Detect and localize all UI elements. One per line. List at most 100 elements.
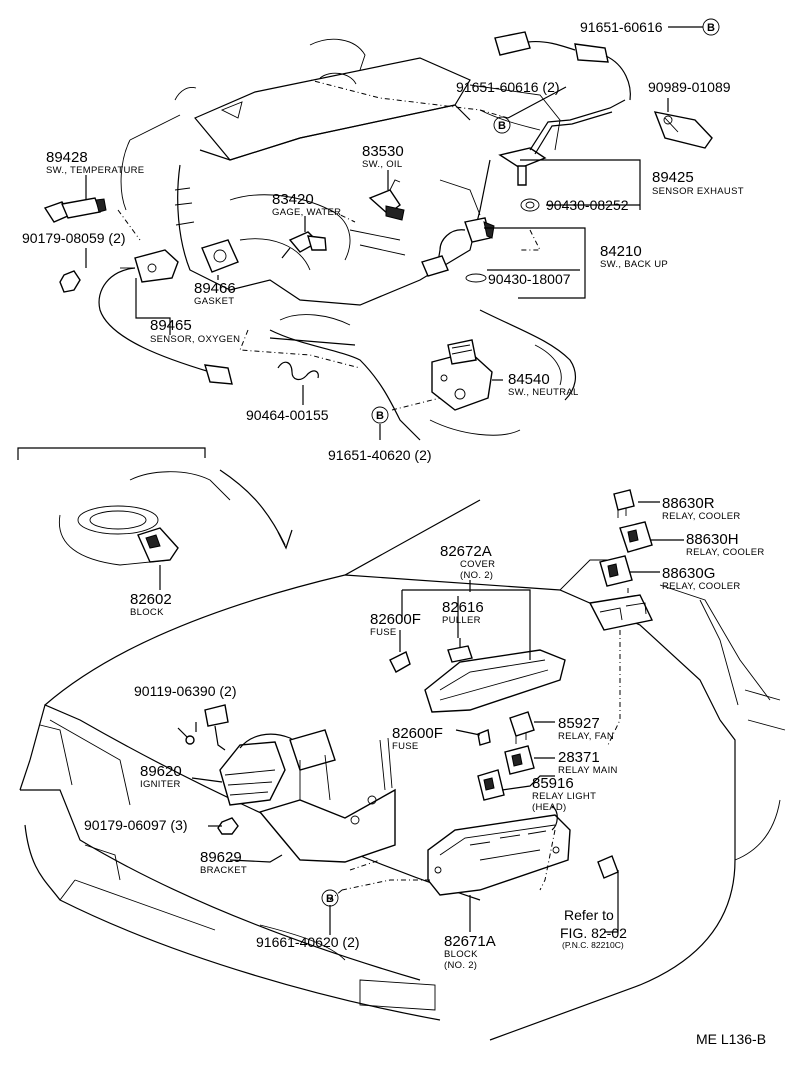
leader-lines-bottom	[159, 501, 684, 935]
desc-82602: BLOCK	[130, 607, 164, 618]
callout-b-exhaust: B	[493, 116, 511, 134]
relay-cooler-g-icon	[599, 555, 633, 587]
fuse-icon-a	[389, 651, 411, 673]
desc2-85916: (HEAD)	[532, 802, 567, 813]
label-89465: 89465	[150, 317, 192, 334]
desc-89428: SW., TEMPERATURE	[46, 165, 144, 176]
label-88630R: 88630R	[662, 495, 715, 512]
label-82602: 82602	[130, 591, 172, 608]
desc-82672A: COVER	[460, 559, 495, 570]
neutral-switch-icon	[431, 339, 493, 411]
svg-text:B: B	[498, 120, 506, 132]
callout-b-bracket: B	[321, 889, 339, 907]
fuse-icon-b	[477, 729, 491, 746]
relay-light-icon	[477, 769, 505, 801]
relay-main-icon	[504, 745, 535, 775]
label-84540: 84540	[508, 371, 550, 388]
label-91651-40620-top: 91651-40620 (2)	[328, 447, 432, 463]
desc2-82671A: (NO. 2)	[444, 960, 477, 971]
desc2-82672A: (NO. 2)	[460, 570, 493, 581]
exhaust-sensor-icon	[498, 99, 626, 212]
block-82602-icon	[137, 527, 179, 563]
relay-cooler-h-icon	[619, 521, 653, 553]
temperature-switch-icon	[43, 197, 107, 223]
desc-89620: IGNITER	[140, 779, 181, 790]
desc-82600F-b: FUSE	[392, 741, 419, 752]
nut-icon	[59, 270, 81, 293]
reference-line-2: FIG. 82-02	[560, 925, 627, 941]
sensor-connector-icon	[494, 31, 631, 101]
label-84210: 84210	[600, 243, 642, 260]
desc-83530: SW., OIL	[362, 159, 402, 170]
relay-block-icon	[427, 814, 571, 896]
label-90179-06097: 90179-06097 (3)	[84, 817, 188, 833]
reference-clip-icon	[597, 855, 619, 879]
car-body-outline	[17, 447, 786, 1041]
clamp-icon	[277, 361, 319, 381]
desc-84210: SW., BACK UP	[600, 259, 668, 270]
svg-text:B: B	[707, 22, 715, 34]
svg-text:B: B	[376, 410, 384, 422]
desc-85927: RELAY, FAN	[558, 731, 614, 742]
callout-b-top-right: B	[702, 18, 720, 36]
bracket-icon	[258, 729, 396, 863]
water-gauge-icon	[281, 231, 327, 259]
puller-icon	[447, 645, 473, 663]
desc-89465: SENSOR, OXYGEN	[150, 334, 240, 345]
svg-text:B: B	[326, 893, 334, 905]
label-90119-06390: 90119-06390 (2)	[134, 683, 236, 699]
label-85916: 85916	[532, 775, 574, 792]
oil-switch-icon	[368, 179, 405, 221]
desc-89629: BRACKET	[200, 865, 247, 876]
desc-88630G: RELAY, COOLER	[662, 581, 741, 592]
relay-fan-icon	[509, 711, 535, 744]
bolt-icon	[177, 727, 195, 745]
label-88630H: 88630H	[686, 531, 739, 548]
sensor-bracket-icon	[653, 111, 713, 149]
relay-bracket-icon	[588, 594, 654, 631]
gasket-icon	[201, 239, 239, 273]
label-90179-08059: 90179-08059 (2)	[22, 230, 126, 246]
label-91651-60616-top: 91651-60616	[580, 19, 663, 35]
label-28371: 28371	[558, 749, 600, 766]
label-90430-18007: 90430-18007	[488, 271, 571, 287]
label-82600F-a: 82600F	[370, 611, 421, 628]
label-83420: 83420	[272, 191, 314, 208]
nut-lower-icon	[217, 817, 239, 835]
label-91651-60616-2: 91651-60616 (2)	[456, 79, 560, 95]
diagram-code: ME L136-B	[696, 1031, 766, 1047]
label-90464-00155: 90464-00155	[246, 407, 329, 423]
label-83530: 83530	[362, 143, 404, 160]
desc-82600F-a: FUSE	[370, 627, 397, 638]
desc-85916: RELAY LIGHT	[532, 791, 596, 802]
label-91661-40620: 91661-40620 (2)	[256, 934, 360, 950]
desc-84540: SW., NEUTRAL	[508, 387, 579, 398]
label-90989-01089: 90989-01089	[648, 79, 731, 95]
reference-line-1: Refer to	[564, 907, 614, 923]
desc-28371: RELAY MAIN	[558, 765, 618, 776]
label-82672A: 82672A	[440, 543, 492, 560]
leader-lines-top	[85, 26, 703, 440]
oxygen-sensor-icon	[98, 249, 233, 385]
label-82671A: 82671A	[444, 933, 496, 950]
label-89620: 89620	[140, 763, 182, 780]
label-85927: 85927	[558, 715, 600, 732]
label-88630G: 88630G	[662, 565, 715, 582]
label-89425: 89425	[652, 169, 694, 186]
relay-cooler-r-icon	[613, 489, 635, 518]
desc-82671A: BLOCK	[444, 949, 478, 960]
desc-82616: PULLER	[442, 615, 481, 626]
label-82600F-b: 82600F	[392, 725, 443, 742]
label-89428: 89428	[46, 149, 88, 166]
backup-switch-icon	[421, 217, 495, 283]
label-90430-08252: 90430-08252	[546, 197, 629, 213]
desc-88630R: RELAY, COOLER	[662, 511, 741, 522]
desc-83420: GAGE, WATER	[272, 207, 341, 218]
reference-line-3: (P.N.C. 82210C)	[562, 940, 624, 950]
label-82616: 82616	[442, 599, 484, 616]
label-89466: 89466	[194, 280, 236, 297]
desc-89466: GASKET	[194, 296, 234, 307]
engine-outline	[120, 38, 577, 441]
callout-b-neutral: B	[371, 406, 389, 424]
